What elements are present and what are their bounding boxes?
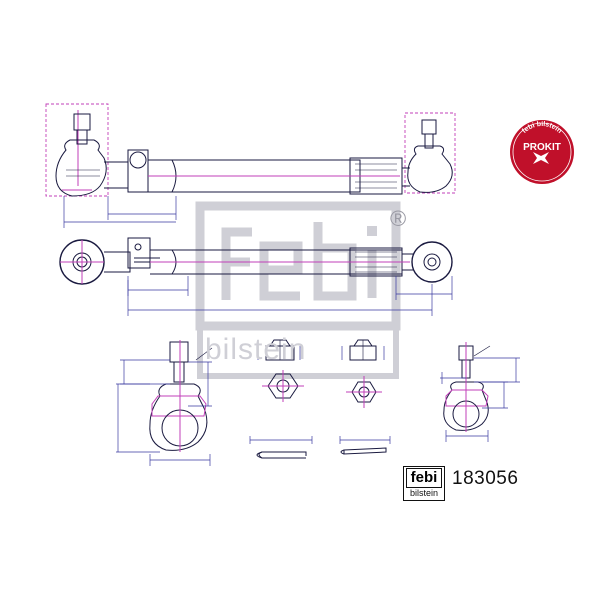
prokit-badge: febi bilstein PROKIT (510, 120, 574, 184)
cotter-pins (249, 436, 391, 459)
nuts (257, 339, 385, 408)
side-view (59, 237, 453, 316)
left-joint-detail (116, 340, 213, 466)
brand-logo: febi bilstein (403, 466, 445, 501)
brand-logo-bottom: bilstein (409, 488, 438, 498)
registered-mark: ® (390, 206, 406, 231)
watermark-logo (195, 201, 401, 379)
top-view (45, 103, 456, 228)
badge-center-text: PROKIT (523, 142, 561, 153)
brand-logo-top: febi (406, 468, 442, 488)
right-joint-detail (440, 342, 520, 442)
watermark-brand-text: bilstein (205, 333, 307, 366)
part-number: 183056 (452, 468, 519, 489)
